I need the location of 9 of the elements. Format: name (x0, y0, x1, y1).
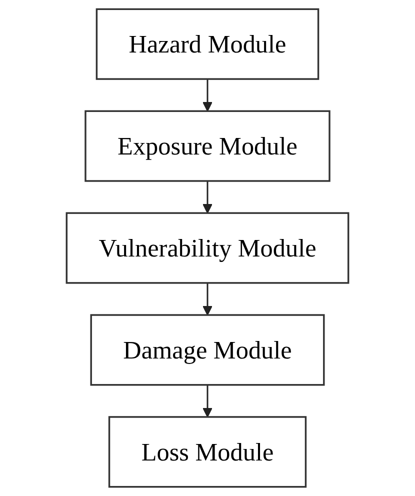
arrow (202, 384, 213, 418)
arrow (202, 282, 213, 316)
node-box: Vulnerability Module (66, 212, 350, 284)
arrow (202, 181, 213, 214)
node-box: Hazard Module (96, 8, 320, 80)
node-box: Loss Module (108, 416, 307, 488)
node-box: Exposure Module (84, 110, 330, 182)
node-box: Damage Module (90, 314, 325, 386)
arrow (202, 79, 213, 112)
